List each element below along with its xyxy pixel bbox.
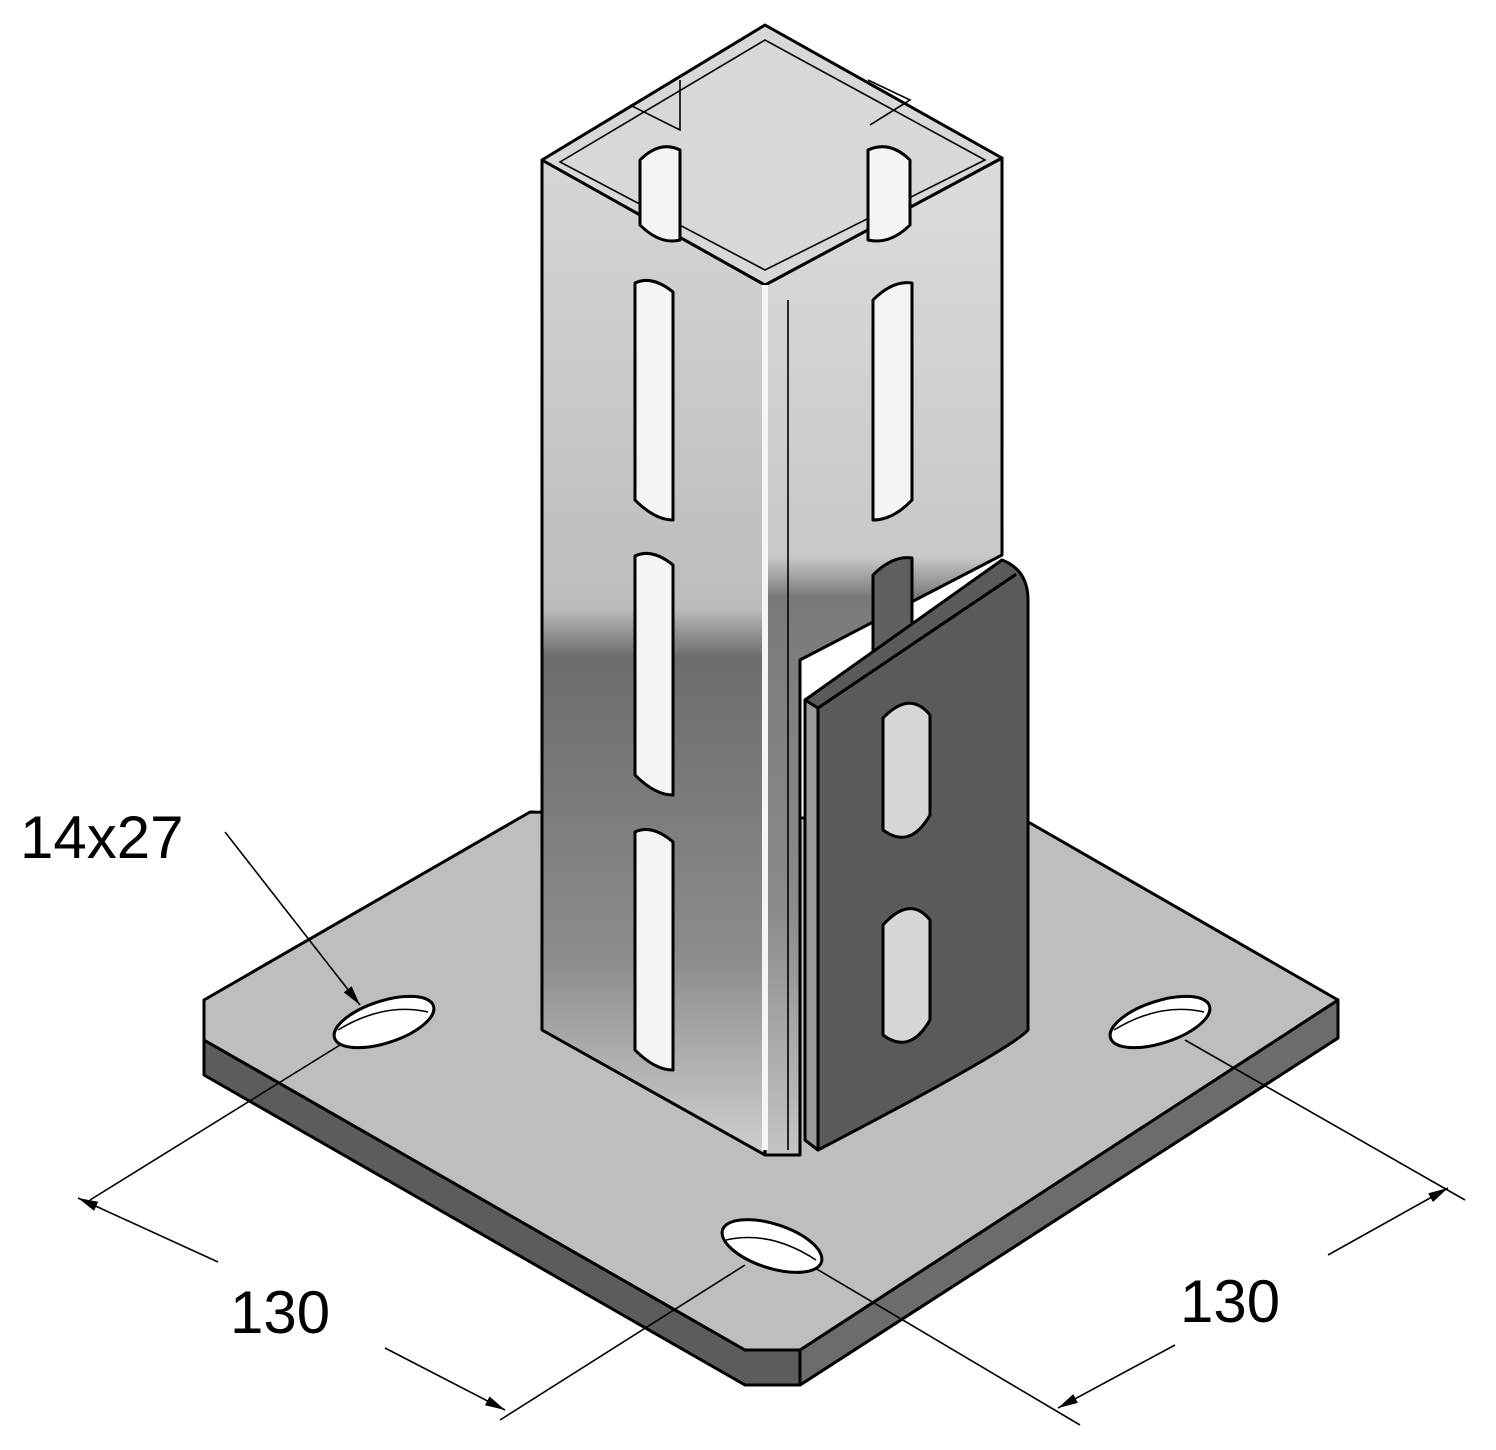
tube-slots-right	[866, 145, 914, 662]
dimension-left: 130	[77, 1044, 746, 1421]
slot-size-callout: 14x27	[20, 804, 361, 1006]
square-tube	[540, 23, 1004, 1157]
slot-size-leader	[224, 831, 361, 1006]
bracket-slots	[881, 701, 932, 1044]
dimension-left-label: 130	[230, 1279, 330, 1346]
bracket-plate	[803, 558, 1030, 1152]
tube-slots-left	[633, 145, 682, 1072]
dimension-right-label: 130	[1180, 1268, 1280, 1335]
slot-right	[1108, 994, 1212, 1050]
dimension-right: 130	[814, 1039, 1466, 1426]
slot-front	[720, 1218, 824, 1274]
slot-size-label: 14x27	[20, 804, 183, 871]
slot-left	[332, 994, 436, 1050]
